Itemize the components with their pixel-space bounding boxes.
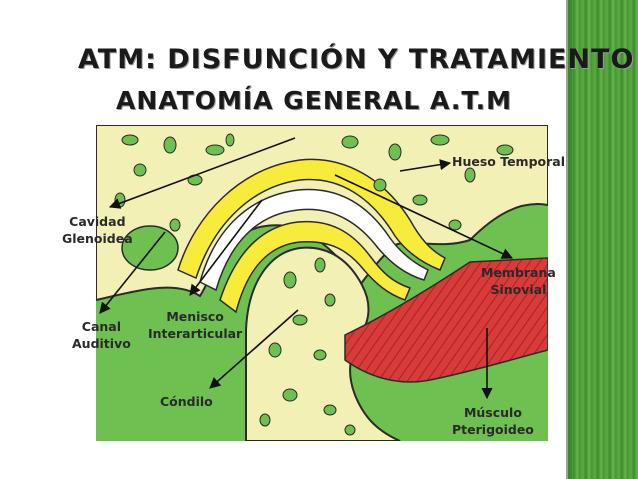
arrow-menisco xyxy=(189,199,263,296)
decorative-sidebar xyxy=(568,0,638,479)
ear-canal xyxy=(121,225,179,271)
articular-disc xyxy=(199,188,429,292)
label-menisco-interarticular: Menisco Interarticular xyxy=(148,308,242,342)
label-canal-line1: Canal xyxy=(81,319,122,334)
label-membrana-line2: Sinovial xyxy=(490,282,547,297)
label-cavidad-glenoidea: Cavidad Glenoidea xyxy=(62,213,133,247)
arrow-canal xyxy=(99,231,166,314)
condylar-cartilage xyxy=(219,220,412,314)
arrow-condilo xyxy=(209,309,299,389)
slide-subtitle: ANATOMÍA GENERAL A.T.M xyxy=(116,86,512,115)
label-cavidad-line2: Glenoidea xyxy=(62,231,133,246)
bone-texture xyxy=(114,133,514,436)
leader-lines xyxy=(99,137,514,400)
label-condilo: Cóndilo xyxy=(160,394,213,409)
label-canal-line2: Auditivo xyxy=(72,336,131,351)
label-hueso-temporal: Hueso Temporal xyxy=(452,154,566,169)
arrow-cavidad xyxy=(108,137,296,209)
label-menisco-line1: Menisco xyxy=(166,309,224,324)
label-canal-auditivo: Canal Auditivo xyxy=(72,318,131,352)
label-musculo-line2: Pterigoideo xyxy=(452,422,534,437)
arrow-membrana xyxy=(334,174,514,259)
arrow-hueso-temporal xyxy=(399,159,452,172)
slide-title: ATM: DISFUNCIÓN Y TRATAMIENTO xyxy=(78,44,635,75)
pterygoid-muscle xyxy=(344,257,548,383)
label-musculo-pterigoideo: Músculo Pterigoideo xyxy=(452,404,534,438)
label-menisco-line2: Interarticular xyxy=(148,326,243,341)
label-musculo-line1: Músculo xyxy=(463,405,522,420)
label-membrana-sinovial: Membrana Sinovial xyxy=(481,264,556,298)
sidebar-shadow xyxy=(566,0,572,479)
label-cavidad-line1: Cavidad xyxy=(69,214,126,229)
label-membrana-line1: Membrana xyxy=(481,265,556,280)
